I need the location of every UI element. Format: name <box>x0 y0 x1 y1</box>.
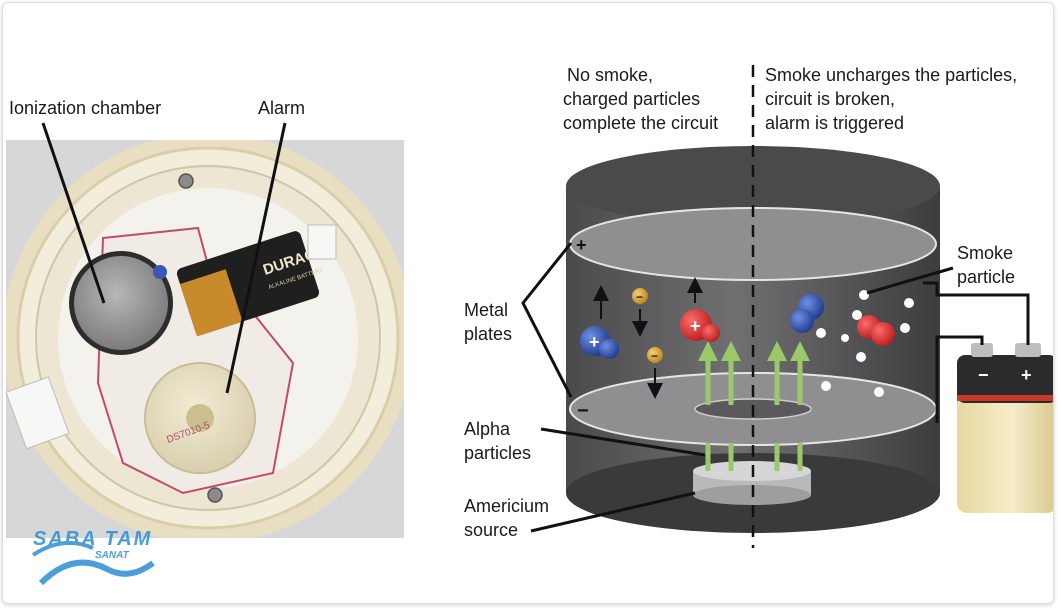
positive-ion-blue: + <box>580 326 619 359</box>
alarm-leader <box>225 122 287 394</box>
svg-text:Metal: Metal <box>464 300 508 320</box>
svg-text:charged particles: charged particles <box>563 89 700 109</box>
alpha-particles-leader <box>540 427 706 457</box>
wire-bottom <box>935 335 984 423</box>
smoke-detector-photo: DURACELL ALKALINE BATTERY DS7010-5 Ioniz… <box>6 98 404 538</box>
electron-2: − <box>647 347 663 363</box>
metal-plates-label: Metal plates <box>464 300 512 344</box>
svg-text:SANAT: SANAT <box>95 550 130 561</box>
ionization-diagram: + − + + − <box>31 65 1053 586</box>
battery-plus: + <box>1021 365 1032 385</box>
svg-text:Smoke uncharges the particles,: Smoke uncharges the particles, <box>765 65 1017 85</box>
smoke-particle-label: Smoke particle <box>957 243 1015 287</box>
svg-text:No smoke,: No smoke, <box>567 65 653 85</box>
svg-text:particle: particle <box>957 267 1015 287</box>
metal-plates-bracket <box>521 242 573 398</box>
wire-top <box>923 281 1030 345</box>
svg-text:Americium: Americium <box>464 496 549 516</box>
battery-minus: − <box>978 365 989 385</box>
svg-text:circuit is broken,: circuit is broken, <box>765 89 895 109</box>
saba-tam-watermark: SABA TAM SANAT <box>31 528 155 586</box>
svg-text:+: + <box>690 316 701 336</box>
neutral-particle-blue <box>790 294 826 338</box>
alpha-particles-label: Alpha particles <box>464 419 531 463</box>
svg-text:alarm is triggered: alarm is triggered <box>765 113 904 133</box>
alarm-label: Alarm <box>258 98 305 118</box>
americium-source-label: Americium source <box>464 496 549 540</box>
alpha-particle-arrows <box>698 341 810 471</box>
battery-diagram: − + <box>957 343 1053 513</box>
left-caption: No smoke, charged particles complete the… <box>563 65 718 133</box>
svg-text:particles: particles <box>464 443 531 463</box>
svg-text:−: − <box>651 349 658 363</box>
svg-text:complete the circuit: complete the circuit <box>563 113 718 133</box>
svg-text:+: + <box>589 332 600 352</box>
svg-text:plates: plates <box>464 324 512 344</box>
ionization-chamber-leader <box>41 122 106 304</box>
svg-text:−: − <box>636 290 643 304</box>
svg-text:source: source <box>464 520 518 540</box>
bottom-plate-minus: − <box>577 400 589 422</box>
neutral-particle-red <box>852 310 895 346</box>
positive-ion-red: + <box>680 309 720 342</box>
svg-text:Smoke: Smoke <box>957 243 1013 263</box>
electron-1: − <box>632 288 648 304</box>
smoke-particles <box>821 290 914 397</box>
americium-leader <box>530 491 696 533</box>
right-caption: Smoke uncharges the particles, circuit i… <box>765 65 1017 133</box>
ionization-chamber-label: Ionization chamber <box>9 98 161 118</box>
smoke-particle-leader <box>866 266 954 295</box>
top-plate-plus: + <box>576 235 587 255</box>
svg-text:Alpha: Alpha <box>464 419 511 439</box>
